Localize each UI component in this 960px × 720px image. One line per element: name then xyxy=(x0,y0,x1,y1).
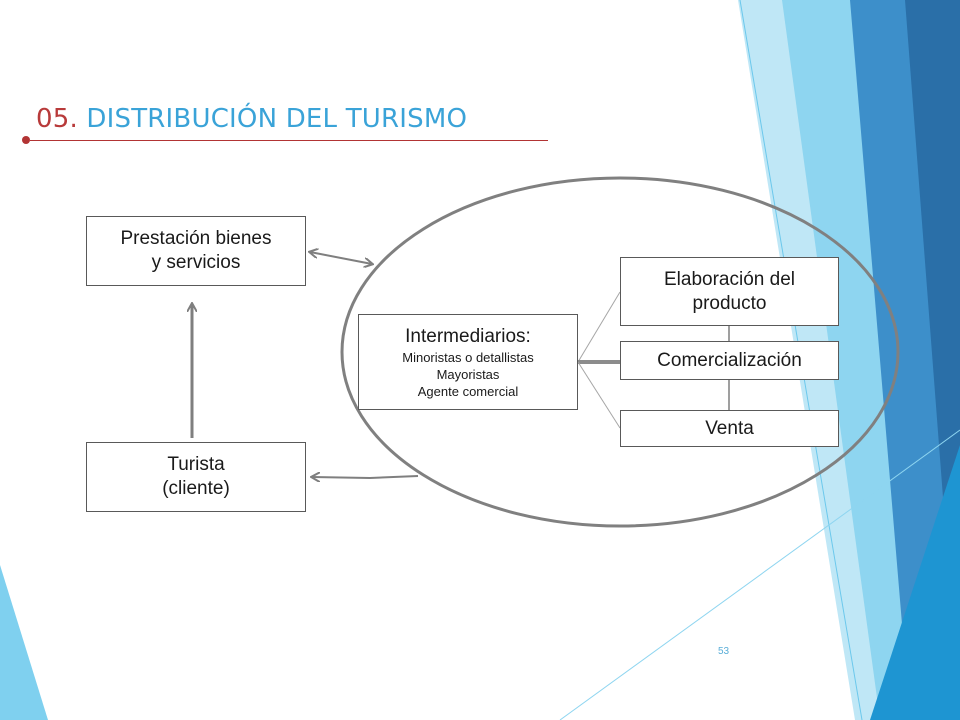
page-number: 53 xyxy=(718,646,730,657)
title-number: 05. xyxy=(36,104,78,134)
intermediarios-item: Mayoristas xyxy=(436,366,500,382)
turista-box: Turista (cliente) xyxy=(86,442,306,512)
connector-to-elaboracion xyxy=(577,291,621,363)
venta-label: Venta xyxy=(705,417,754,439)
venta-box: Venta xyxy=(620,410,839,447)
arrow-ellipse-to-turista xyxy=(312,476,419,478)
intermediarios-item: Minoristas o detallistas xyxy=(402,349,534,365)
title-underline xyxy=(30,140,548,141)
intermediarios-item: Agente comercial xyxy=(417,383,519,399)
slide-title: 05. DISTRIBUCIÓN DEL TURISMO xyxy=(36,104,467,134)
comercializacion-box: Comercialización xyxy=(620,341,839,380)
prestacion-line1: Prestación bienes xyxy=(120,228,272,249)
elaboracion-line2: producto xyxy=(692,292,767,314)
intermediarios-heading: Intermediarios: xyxy=(405,325,531,347)
title-bullet-dot xyxy=(22,136,30,144)
elaboracion-box: Elaboración del producto xyxy=(620,257,839,326)
turista-line2: (cliente) xyxy=(162,478,230,499)
connector-to-venta xyxy=(577,361,621,429)
prestacion-line2: y servicios xyxy=(151,252,241,273)
arrow-prestacion-ellipse xyxy=(310,252,372,264)
prestacion-box: Prestación bienes y servicios xyxy=(86,216,306,286)
intermediaries-ellipse xyxy=(340,176,900,528)
title-text: DISTRIBUCIÓN DEL TURISMO xyxy=(86,104,468,134)
comercializacion-label: Comercialización xyxy=(657,349,802,371)
turista-line1: Turista xyxy=(167,454,225,475)
intermediarios-box: Intermediarios: Minoristas o detallistas… xyxy=(358,314,578,410)
elaboracion-line1: Elaboración del xyxy=(664,268,795,290)
